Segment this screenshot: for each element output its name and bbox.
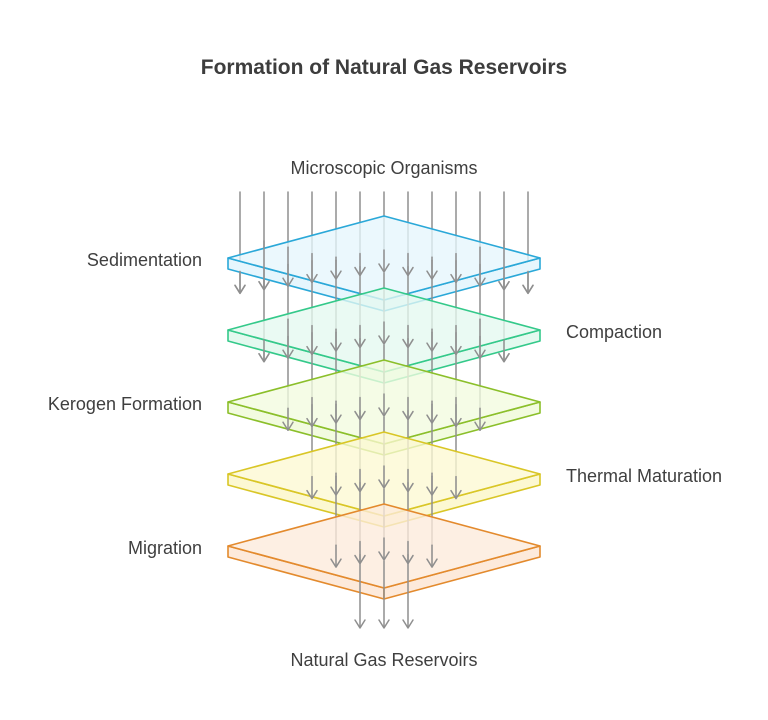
arrow-head: [378, 479, 390, 489]
arrow-head: [354, 619, 366, 629]
layer-label: Thermal Maturation: [566, 466, 722, 486]
arrow-head: [402, 619, 414, 629]
flow-arrow: [378, 249, 390, 273]
flow-arrow: [234, 270, 246, 295]
arrow-head: [258, 353, 270, 363]
flow-arrow: [378, 537, 390, 561]
flow-arrow: [378, 465, 390, 489]
flow-arrow: [498, 339, 510, 363]
flow-arrow: [378, 560, 390, 629]
layer-migration: [227, 503, 541, 600]
arrow-head: [378, 263, 390, 273]
diagram-title: Formation of Natural Gas Reservoirs: [201, 56, 567, 79]
arrow-head: [234, 284, 246, 295]
arrow-head: [522, 284, 534, 295]
arrow-head: [426, 558, 438, 568]
flow-arrow: [402, 553, 414, 629]
layer-label: Kerogen Formation: [48, 394, 202, 414]
flow-arrow: [378, 321, 390, 345]
flow-arrow: [282, 407, 294, 431]
arrow-head: [450, 489, 462, 500]
flow-arrow: [378, 393, 390, 417]
arrow-head: [378, 619, 390, 629]
flow-arrow: [306, 475, 318, 500]
flow-arrow: [450, 475, 462, 500]
flow-arrow: [522, 270, 534, 295]
output-label: Natural Gas Reservoirs: [290, 650, 477, 670]
arrow-head: [498, 353, 510, 363]
flow-arrow: [354, 553, 366, 629]
layer-label: Compaction: [566, 322, 662, 342]
input-label: Microscopic Organisms: [290, 158, 477, 178]
arrow-head: [378, 407, 390, 417]
flow-arrow: [474, 407, 486, 431]
arrow-head: [306, 489, 318, 500]
layer-label: Migration: [128, 538, 202, 558]
arrow-head: [474, 421, 486, 431]
arrow-head: [282, 421, 294, 431]
arrow-head: [378, 551, 390, 561]
flow-arrow: [330, 544, 342, 568]
flow-arrow: [258, 339, 270, 363]
arrow-head: [330, 558, 342, 568]
flow-arrow: [426, 544, 438, 568]
arrow-head: [378, 335, 390, 345]
layer-label: Sedimentation: [87, 250, 202, 270]
